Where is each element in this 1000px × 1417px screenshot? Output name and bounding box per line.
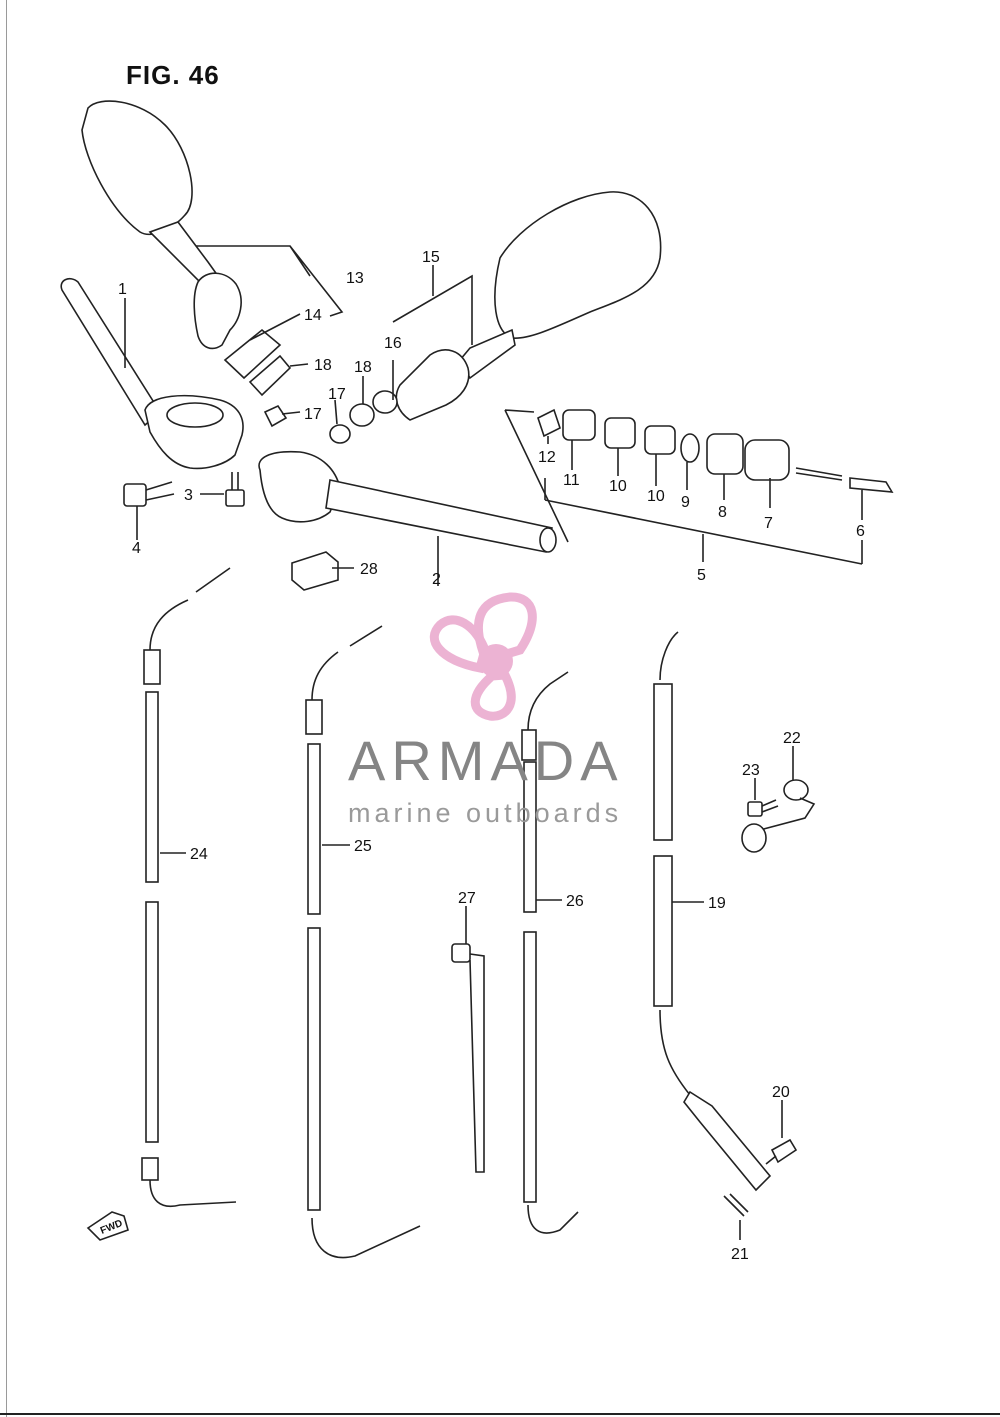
callout-labels: 1 2 3 4 5 6 7 8 9 10 10 11 12 13 14 15 1…	[118, 249, 865, 1263]
balancer-weight-assembly	[504, 408, 894, 565]
callout-21: 21	[731, 1246, 749, 1263]
clamp-bolt	[225, 472, 245, 507]
callout-24: 24	[190, 846, 208, 863]
callout-16: 16	[384, 335, 402, 352]
callout-25: 25	[354, 838, 372, 855]
callout-15: 15	[422, 249, 440, 266]
callout-10-a: 10	[609, 478, 627, 495]
left-handlebar	[60, 278, 244, 470]
right-mirror	[395, 191, 662, 421]
callout-18-a: 18	[354, 359, 372, 376]
callout-10-b: 10	[647, 488, 665, 505]
cable-bracket	[741, 779, 816, 853]
callout-leaders	[124, 245, 863, 1240]
callout-8: 8	[718, 504, 727, 521]
callout-7: 7	[764, 515, 773, 532]
callout-22: 22	[783, 730, 801, 747]
callout-18-b: 18	[314, 357, 332, 374]
callout-28: 28	[360, 561, 378, 578]
clutch-cable	[653, 631, 772, 1192]
callout-27: 27	[458, 890, 476, 907]
callout-19: 19	[708, 895, 726, 912]
callout-11: 11	[563, 472, 580, 489]
bracket-screw	[747, 799, 779, 817]
mirror-mount-plate	[223, 328, 292, 428]
cable-bolt	[765, 1138, 798, 1165]
page-edge-left	[6, 0, 7, 1417]
left-mirror	[81, 100, 242, 350]
callout-9: 9	[681, 494, 690, 511]
callout-17-b: 17	[304, 406, 322, 423]
watermark-brand: ARMADA	[348, 729, 624, 792]
callout-3: 3	[184, 487, 193, 504]
callout-20: 20	[772, 1084, 790, 1101]
watermark-tagline: marine outboards	[348, 798, 623, 828]
throttle-cable-no1	[141, 567, 237, 1207]
right-handlebar	[258, 450, 557, 553]
cable-tie	[451, 943, 485, 1173]
grip-block	[291, 551, 339, 591]
callout-13: 13	[346, 270, 364, 287]
callout-12: 12	[538, 449, 556, 466]
callout-17-a: 17	[328, 386, 346, 403]
callout-1: 1	[118, 281, 127, 298]
propeller-icon	[429, 592, 537, 721]
cotter-pin	[723, 1193, 749, 1217]
mirror-mount-spacer	[329, 390, 398, 444]
callout-26: 26	[566, 893, 584, 910]
callout-14: 14	[304, 307, 322, 324]
callout-2: 2	[432, 571, 441, 588]
choke-cable	[521, 671, 579, 1234]
figure-title: FIG. 46	[126, 60, 220, 90]
callout-6: 6	[856, 523, 865, 540]
callout-23: 23	[742, 762, 760, 779]
page-edge-bottom	[0, 1413, 1000, 1415]
throttle-cable-no2	[305, 625, 421, 1259]
handlebar-bolt	[123, 481, 175, 507]
callout-4: 4	[132, 540, 141, 557]
callout-5: 5	[697, 567, 706, 584]
arrow-left-icon: FWD	[86, 1211, 129, 1241]
